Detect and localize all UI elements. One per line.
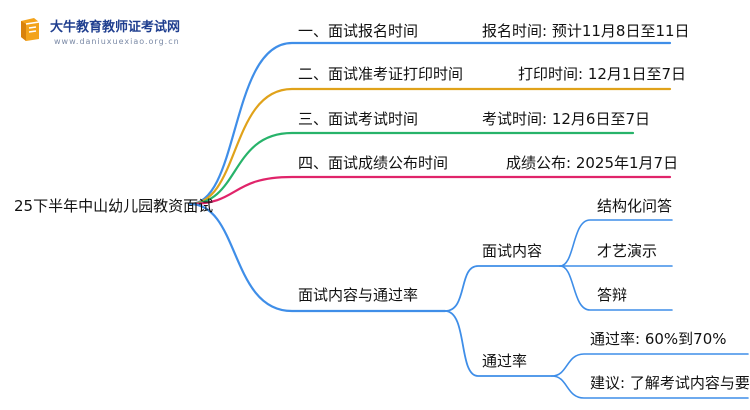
sub-branch-label: 面试内容 [482,242,543,260]
leaf-label: 通过率: 60%到70% [590,330,727,348]
leaf-connector [559,265,673,311]
leaf-connector [559,219,673,267]
branch-connector [188,202,447,313]
branch-label: 一、面试报名时间 [298,22,419,40]
root-node: 25下半年中山幼儿园教资面试 [14,197,214,215]
brand-name: 大牛教育教师证考试网 [50,20,181,35]
branch-detail: 考试时间: 12月6日至7日 [482,110,650,128]
brand-url: www.daniuxuexiao.org.cn [54,37,180,46]
branch-connector [188,175,672,206]
branch-detail: 成绩公布: 2025年1月7日 [506,154,679,172]
branch-connector [188,131,635,206]
branch-label: 四、面试成绩公布时间 [298,154,449,172]
leaf-label: 答辩 [597,286,628,304]
sub-branch-connector [444,265,561,312]
book-icon [21,18,40,41]
sub-branch-label: 通过率 [482,352,528,370]
branch-connector [188,41,672,206]
branch-detail: 报名时间: 预计11月8日至11日 [482,22,690,40]
branch-detail: 打印时间: 12月1日至7日 [518,65,686,83]
branch-connector [188,87,672,206]
sub-branch-connector [444,310,553,377]
leaf-label: 才艺演示 [597,242,658,260]
branch-label: 三、面试考试时间 [298,110,419,128]
branch-label: 面试内容与通过率 [298,286,419,304]
leaf-label: 结构化问答 [597,197,673,215]
leaf-connector [551,353,749,377]
leaf-connector [551,375,749,399]
leaf-label: 建议: 了解考试内容与要求 [590,374,750,392]
branch-label: 二、面试准考证打印时间 [298,65,464,83]
